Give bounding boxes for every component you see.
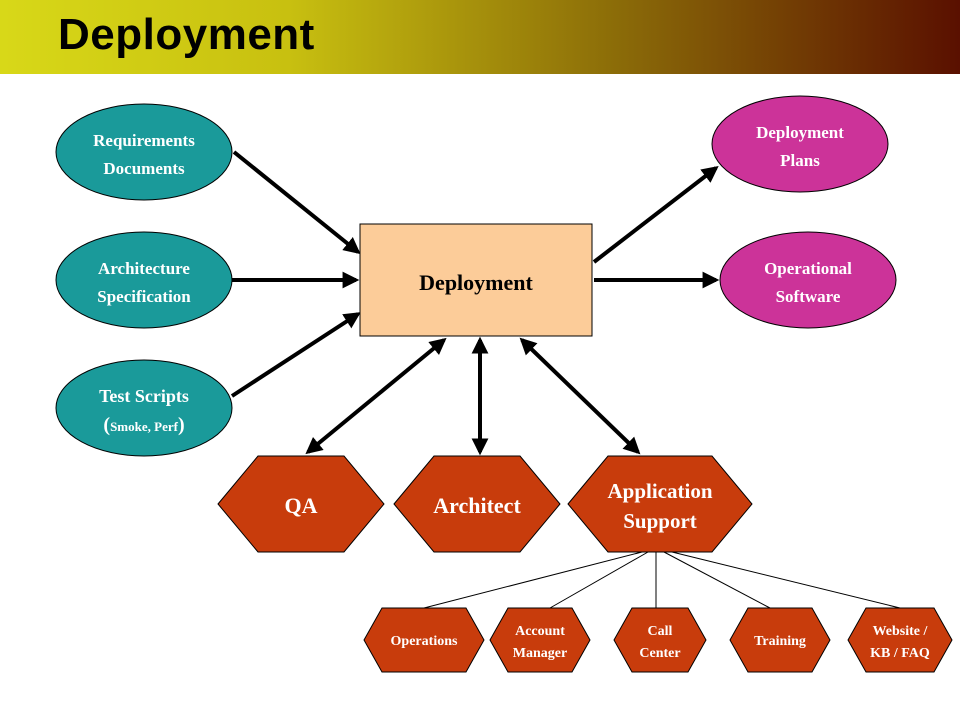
arrow-deployment-to-plans — [592, 165, 719, 264]
team-label: Operations — [391, 634, 458, 649]
team-training: Training — [729, 607, 831, 673]
team-label-line2: KB / FAQ — [870, 646, 930, 661]
team-call-center: Call Center — [613, 607, 707, 673]
team-label-line2: Center — [639, 646, 680, 661]
role-application-support: Application Support — [567, 455, 753, 553]
role-label: Architect — [433, 493, 521, 518]
role-label: QA — [285, 493, 318, 518]
input-requirements-documents: Requirements Documents — [55, 103, 233, 201]
role-label-line2: Support — [623, 509, 697, 533]
output-label-line2: Software — [776, 287, 841, 306]
center-deployment-box: Deployment — [359, 223, 593, 337]
center-label: Deployment — [419, 270, 533, 295]
team-website-kb-faq: Website / KB / FAQ — [847, 607, 953, 673]
team-operations: Operations — [363, 607, 485, 673]
team-label-line1: Call — [648, 624, 673, 639]
team-label: Training — [754, 634, 806, 649]
team-label-line2: Manager — [513, 646, 567, 661]
input-label-line2: Specification — [97, 287, 191, 306]
team-label-line1: Website / — [873, 624, 929, 639]
arrow-deployment-qa — [305, 337, 447, 455]
title-bar: Deployment — [0, 0, 960, 74]
output-label-line1: Operational — [764, 259, 852, 278]
output-deployment-plans: Deployment Plans — [711, 95, 889, 193]
input-test-scripts: Test Scripts (Smoke, Perf) — [55, 359, 233, 457]
arrow-deployment-appsupport — [519, 337, 641, 455]
role-label-line1: Application — [607, 479, 712, 503]
connectors — [230, 150, 720, 456]
team-label-line1: Account — [515, 624, 565, 639]
output-label-line1: Deployment — [756, 123, 844, 142]
support-tree-lines — [423, 551, 901, 609]
page-title: Deployment — [58, 10, 315, 59]
input-label-line1: Architecture — [98, 259, 190, 278]
role-architect: Architect — [393, 455, 561, 553]
output-operational-software: Operational Software — [719, 231, 897, 329]
input-architecture-specification: Architecture Specification — [55, 231, 233, 329]
input-label-line2: (Smoke, Perf) — [103, 414, 184, 436]
input-label-line1: Test Scripts — [99, 386, 189, 406]
output-label-line2: Plans — [780, 151, 820, 170]
input-label-line2: Documents — [103, 159, 185, 178]
arrow-testscripts-to-deployment — [230, 312, 361, 398]
role-qa: QA — [217, 455, 385, 553]
team-account-manager: Account Manager — [489, 607, 591, 673]
arrow-requirements-to-deployment — [232, 150, 361, 255]
input-label-line1: Requirements — [93, 131, 195, 150]
